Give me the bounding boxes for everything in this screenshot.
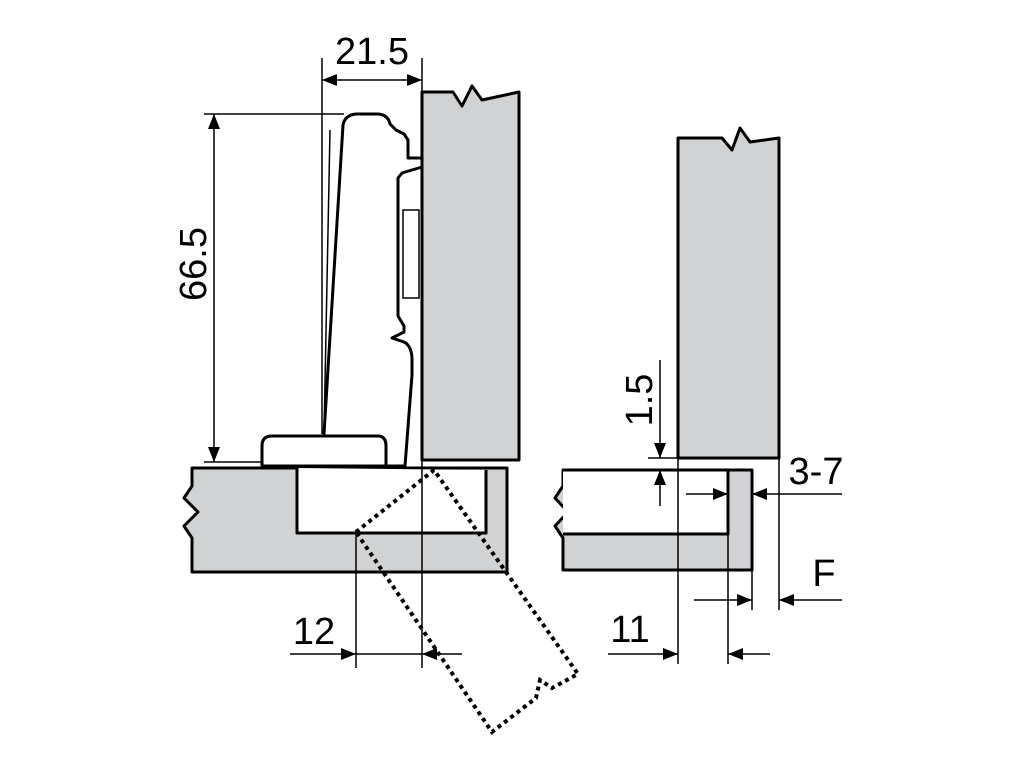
door-panel bbox=[420, 84, 521, 462]
right-door-panel bbox=[676, 126, 781, 460]
hinge-edge-line bbox=[323, 129, 331, 435]
dim-11-label: 11 bbox=[610, 609, 649, 651]
dim-f-label: F bbox=[812, 553, 835, 595]
right-view: 1.5 3-7 F 11 bbox=[553, 126, 844, 664]
dim-3-7-label: 3-7 bbox=[789, 451, 844, 493]
hinge-arm bbox=[322, 112, 424, 468]
left-view: 21.5 66.5 12 bbox=[173, 31, 581, 735]
hinge-cup-recess bbox=[295, 468, 488, 535]
hinge-slot bbox=[402, 209, 420, 299]
dim-66-5-label: 66.5 bbox=[173, 227, 215, 301]
dim-1-5-label: 1.5 bbox=[619, 374, 661, 427]
open-door-outline bbox=[353, 467, 581, 735]
dim-12-label: 12 bbox=[293, 611, 335, 653]
right-panel-inner-step bbox=[563, 468, 730, 536]
dim-21-5-label: 21.5 bbox=[335, 31, 409, 73]
mounting-plate bbox=[260, 434, 388, 468]
